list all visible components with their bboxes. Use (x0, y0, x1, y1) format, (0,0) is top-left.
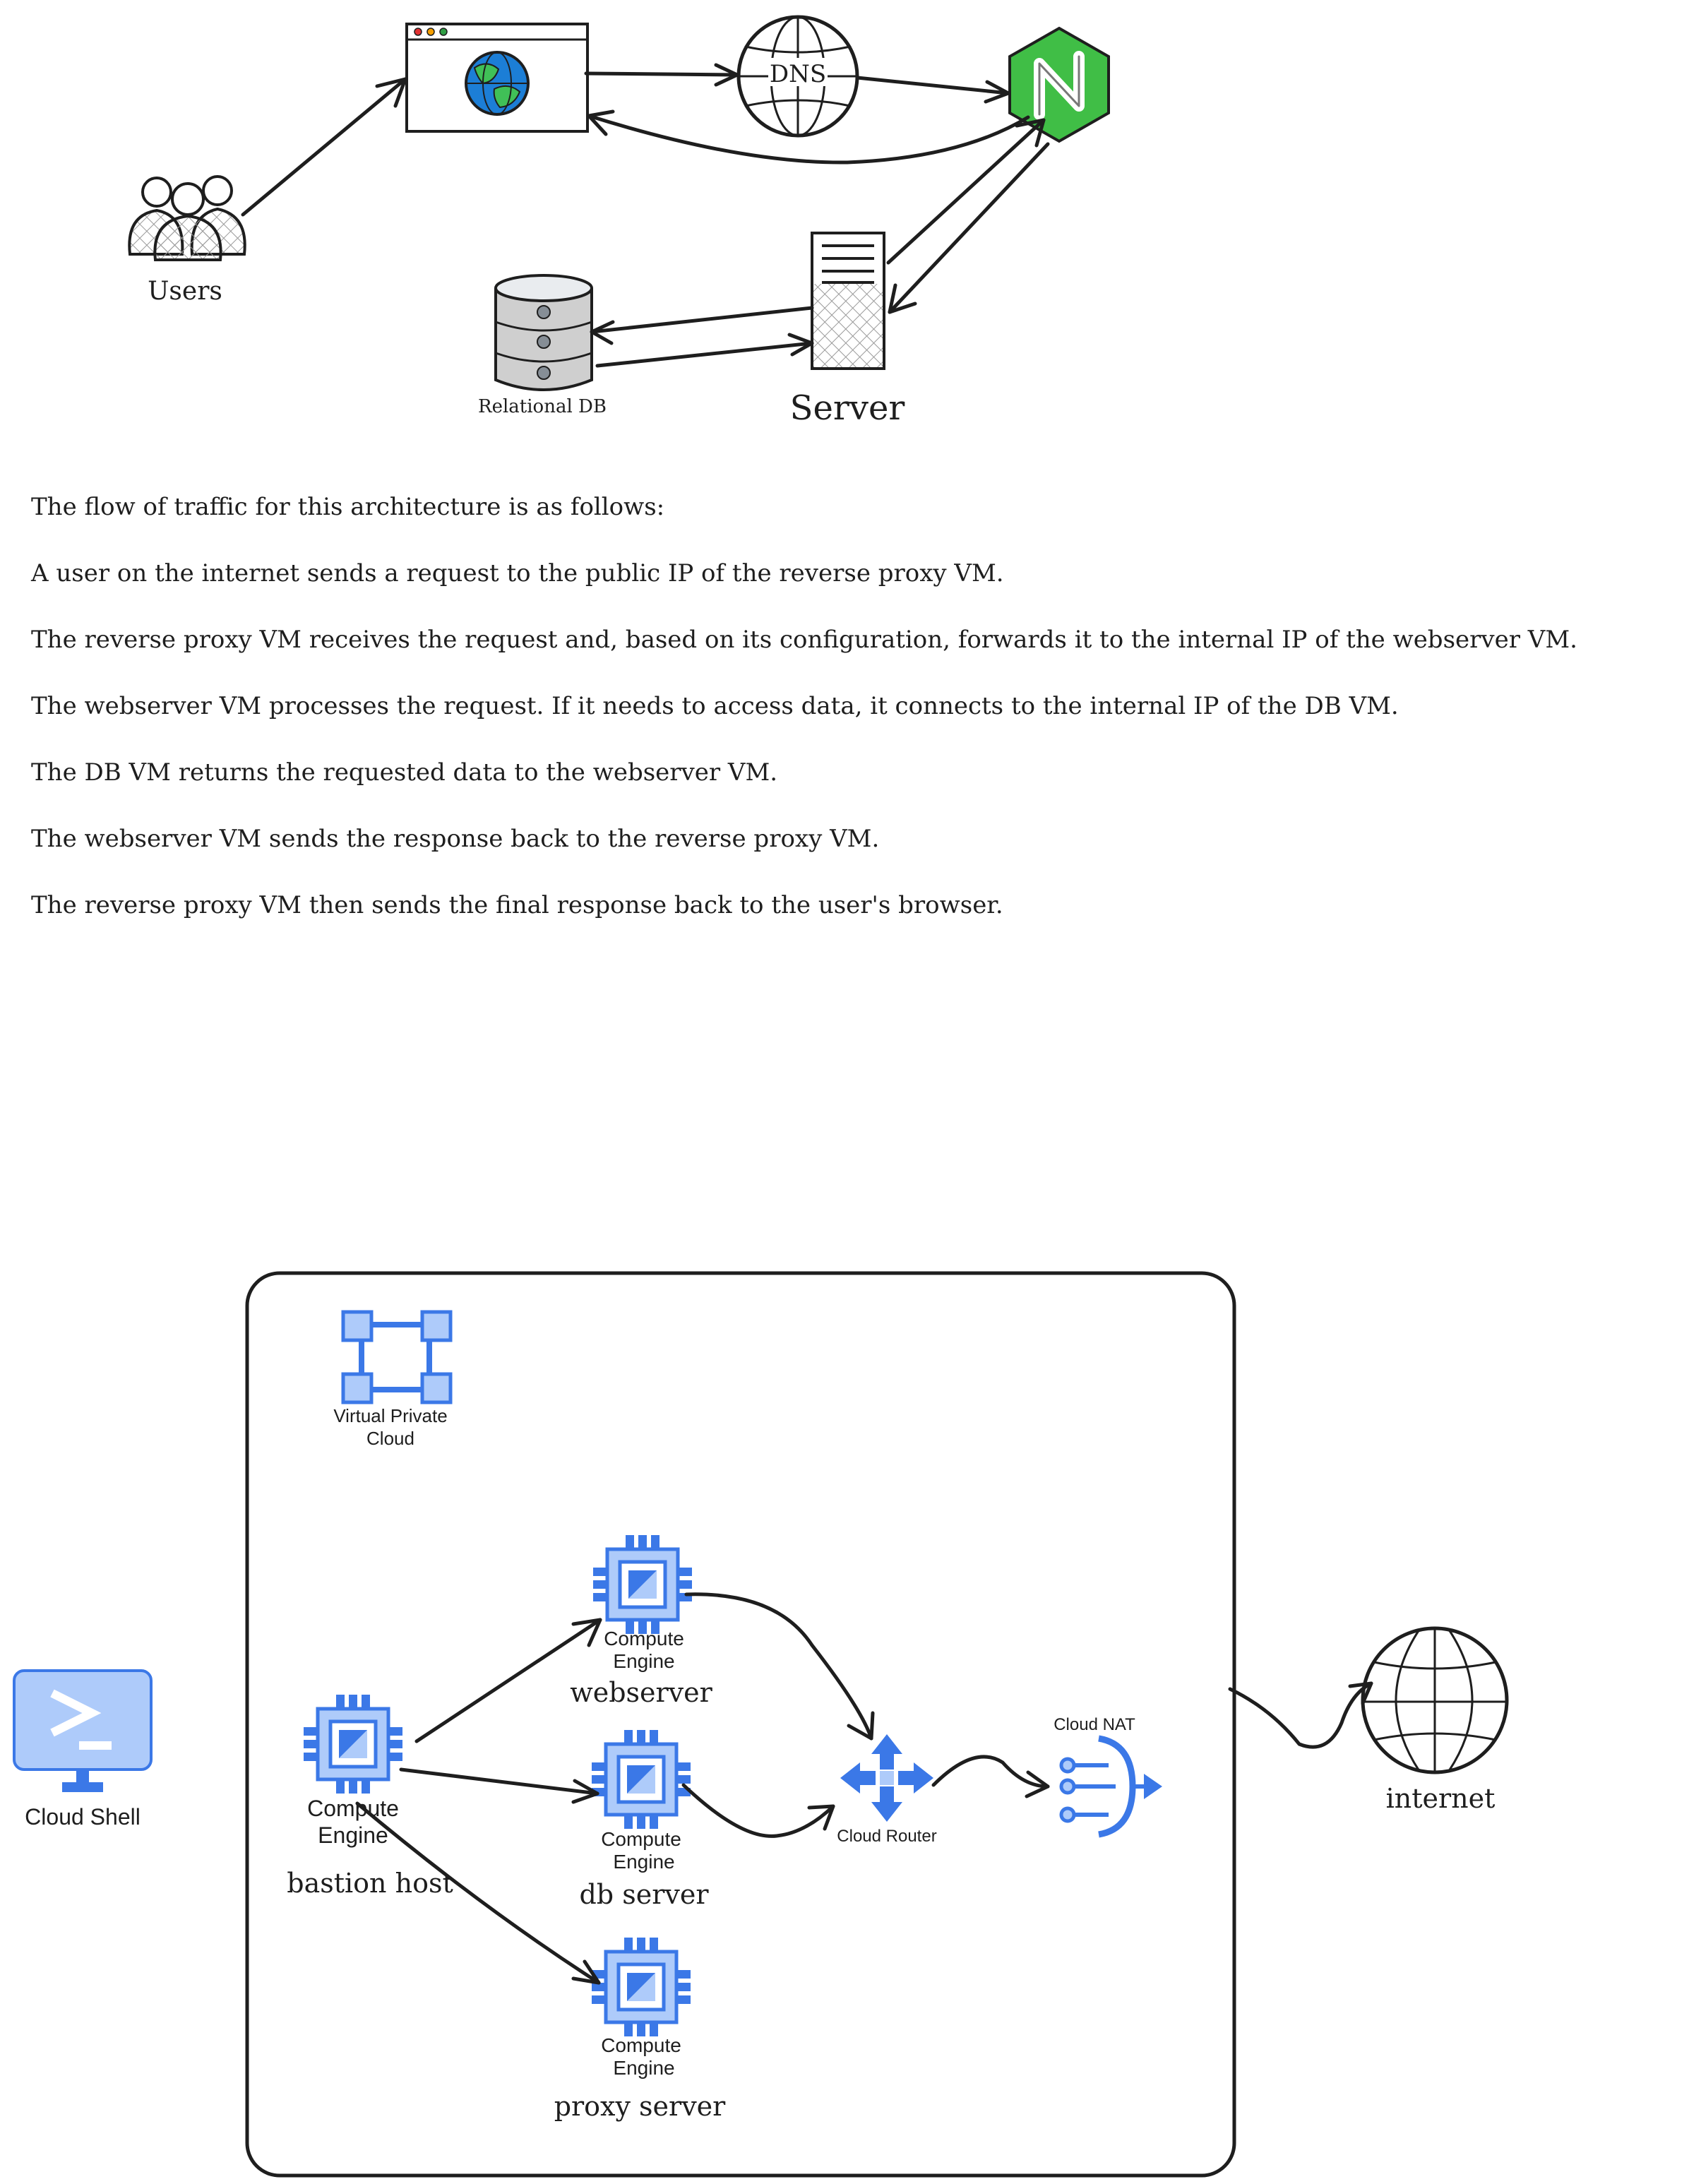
virtual-private-cloud-icon (341, 1310, 453, 1404)
compute-engine-icon (592, 1730, 691, 1829)
flow-step: The DB VM returns the requested data to … (31, 758, 778, 787)
compute-engine-icon (592, 1938, 691, 2036)
server-label: Server (790, 388, 905, 428)
database-icon (494, 274, 593, 391)
flow-intro: The flow of traffic for this architectur… (31, 493, 665, 521)
cloud-router-label: Cloud Router (837, 1827, 936, 1846)
db-server-label: db server (579, 1879, 709, 1910)
compute-label-line2: Engine (318, 1822, 388, 1848)
compute-label-line2: Engine (613, 1650, 674, 1672)
globe-icon (465, 51, 530, 116)
flow-step: The reverse proxy VM receives the reques… (31, 626, 1577, 654)
dns-label: DNS (770, 60, 826, 88)
internet-label: internet (1386, 1783, 1496, 1814)
compute-engine-icon (593, 1535, 692, 1634)
compute-label-line2: Engine (613, 2057, 674, 2079)
compute-label-line2: Engine (613, 1851, 674, 1873)
cloud-nat-icon (1059, 1735, 1162, 1838)
cloud-router-icon (840, 1734, 933, 1822)
webserver-label: webserver (570, 1677, 712, 1708)
cloud-shell-label: Cloud Shell (25, 1804, 141, 1830)
flow-step: The webserver VM sends the response back… (31, 825, 880, 853)
relational-db-label: Relational DB (478, 396, 607, 417)
server-icon (811, 232, 885, 370)
compute-label-line1: Compute (604, 1628, 684, 1649)
flow-step: The webserver VM processes the request. … (31, 692, 1399, 720)
users-icon (128, 175, 246, 261)
cloud-shell-icon (13, 1669, 153, 1792)
compute-label-line1: Compute (307, 1796, 399, 1821)
proxy-server-label: proxy server (554, 2091, 726, 2122)
flow-step: The reverse proxy VM then sends the fina… (31, 891, 1003, 919)
internet-globe-icon (1361, 1626, 1509, 1774)
compute-label-line1: Compute (601, 2034, 681, 2056)
vpc-label-line1: Virtual Private (333, 1405, 447, 1426)
users-label: Users (148, 277, 222, 306)
bastion-host-label: bastion host (287, 1868, 453, 1899)
vpc-boundary (245, 1271, 1236, 2178)
compute-label-line1: Compute (601, 1828, 681, 1850)
browser-window-icon (405, 23, 589, 133)
gcp-arrows (355, 1592, 1373, 1985)
compute-engine-icon (304, 1695, 402, 1794)
vpc-label-line2: Cloud (366, 1428, 414, 1449)
flow-step: A user on the internet sends a request t… (31, 559, 1004, 587)
dns-globe-icon (736, 15, 859, 138)
top-arrows (241, 63, 1050, 368)
nginx-icon (1008, 26, 1110, 143)
cloud-nat-label: Cloud NAT (1054, 1715, 1135, 1734)
